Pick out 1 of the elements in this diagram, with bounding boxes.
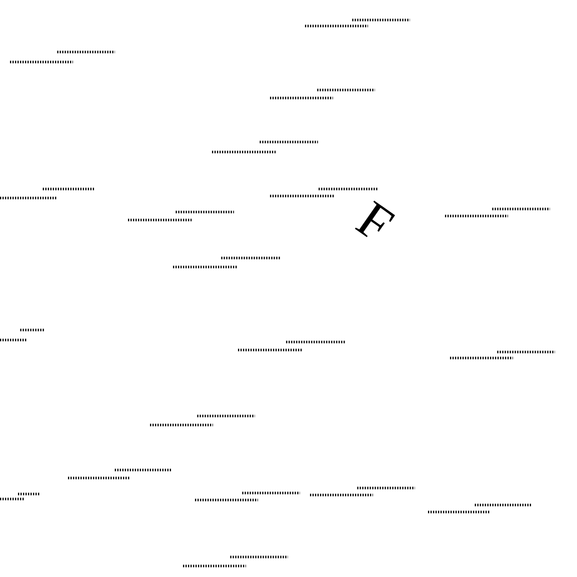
letter-label: F xyxy=(354,200,396,238)
